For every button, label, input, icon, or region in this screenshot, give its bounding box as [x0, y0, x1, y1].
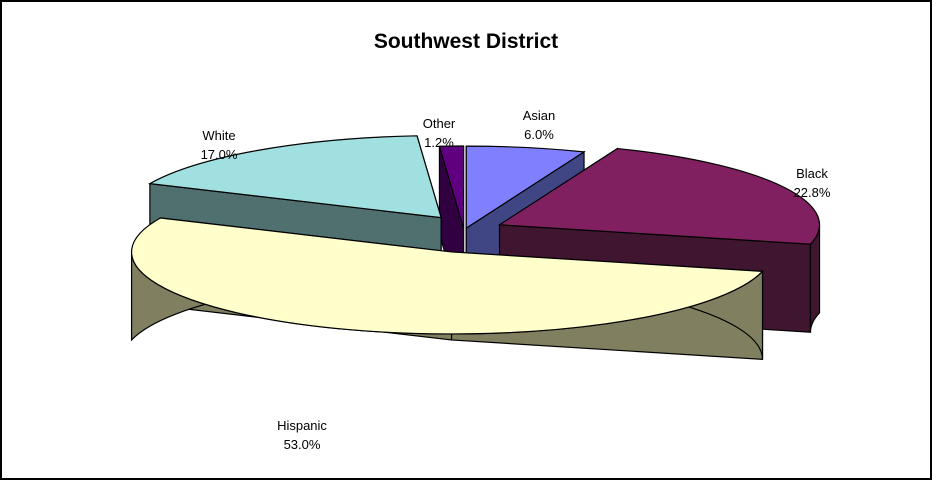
- slice-label-black: Black: [796, 166, 828, 181]
- pie-slice-asian: [465, 145, 586, 230]
- slice-percent-white: 17.0%: [201, 147, 238, 162]
- slice-label-white: White: [202, 128, 235, 143]
- slice-label-other: Other: [423, 116, 456, 131]
- slice-percent-black: 22.8%: [794, 185, 831, 200]
- pie-slice-black: [497, 147, 821, 245]
- pie-slice-white: [147, 135, 442, 219]
- slice-percent-hispanic: 53.0%: [284, 437, 321, 452]
- slice-label-hispanic: Hispanic: [277, 418, 327, 433]
- slice-percent-other: 1.2%: [424, 135, 454, 150]
- chart-title: Southwest District: [373, 30, 559, 53]
- slice-label-asian: Asian: [523, 108, 556, 123]
- slice-percent-asian: 6.0%: [524, 127, 554, 142]
- pie-slice-hispanic: [130, 217, 764, 335]
- pie-slice-other: [438, 145, 465, 229]
